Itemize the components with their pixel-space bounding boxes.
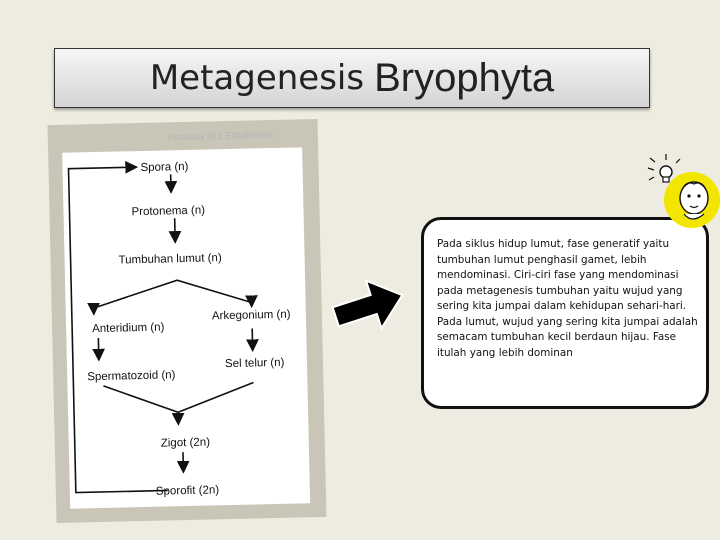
node-anteridium: Anteridium (n)	[92, 322, 165, 336]
callout-bubble: Pada siklus hidup lumut, fase generatif …	[421, 217, 709, 409]
title-main: Metagenesis	[150, 58, 364, 98]
node-tumbuhan-lumut: Tumbuhan lumut (n)	[118, 252, 222, 266]
thinking-person-lightbulb-icon	[640, 150, 720, 230]
node-sporofit: Sporofit (2n)	[156, 484, 220, 497]
branch-lines	[93, 279, 252, 309]
title-sub: Bryophyta	[374, 56, 554, 101]
merge-lines	[103, 383, 254, 414]
arrow-protonema-tumbuhan	[175, 218, 176, 242]
node-zigot: Zigot (2n)	[161, 437, 211, 450]
callout-text: Pada siklus hidup lumut, fase generatif …	[437, 237, 699, 361]
cycle-diagram: Spora (n) Protonema (n) Tumbuhan lumut (…	[48, 119, 327, 523]
node-spora: Spora (n)	[140, 161, 188, 174]
title-banner: Metagenesis Bryophyta	[54, 48, 650, 108]
right-arrow-icon	[330, 272, 408, 340]
node-protonema: Protonema (n)	[131, 205, 205, 219]
node-sel-telur: Sel telur (n)	[225, 357, 285, 370]
bryophyta-cycle-figure: Pustaka @2 Ethalotone Spora (n) Protonem…	[48, 119, 327, 523]
node-spermatozoid: Spermatozoid (n)	[87, 369, 176, 383]
node-arkegonium: Arkegonium (n)	[212, 309, 291, 323]
